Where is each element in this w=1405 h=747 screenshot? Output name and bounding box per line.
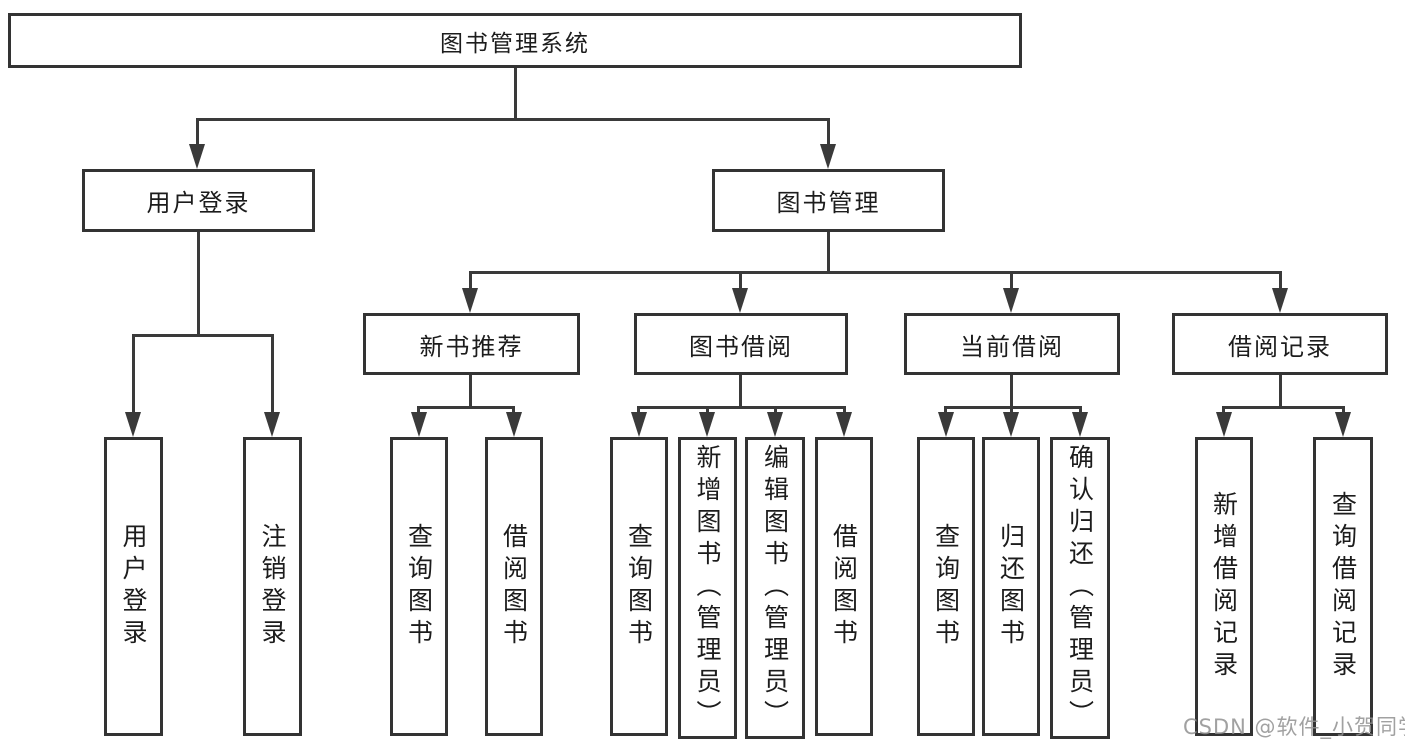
node-user-login: 用户登录 bbox=[82, 169, 315, 232]
arrowhead bbox=[732, 288, 748, 313]
leaf-label: 借阅图书 bbox=[499, 522, 529, 651]
node-label: 借阅记录 bbox=[1228, 332, 1332, 361]
connector-line bbox=[271, 334, 274, 414]
leaf-query-books-borrow: 查询图书 bbox=[610, 437, 668, 736]
connector-line bbox=[774, 406, 777, 415]
connector-line bbox=[469, 271, 1282, 274]
connector-line bbox=[514, 68, 517, 120]
node-current-borrow: 当前借阅 bbox=[904, 313, 1120, 375]
node-label: 图书借阅 bbox=[689, 332, 793, 361]
leaf-label: 注销登录 bbox=[258, 522, 287, 651]
connector-line bbox=[827, 232, 830, 274]
leaf-label: 新增借阅记录 bbox=[1209, 490, 1239, 683]
node-book-borrow: 图书借阅 bbox=[634, 313, 848, 375]
arrowhead bbox=[462, 288, 478, 313]
connector-line bbox=[132, 334, 274, 337]
connector-line bbox=[417, 406, 515, 409]
arrowhead bbox=[631, 412, 647, 437]
arrowhead bbox=[1272, 288, 1288, 313]
connector-line bbox=[417, 406, 420, 415]
leaf-return-book: 归还图书 bbox=[982, 437, 1040, 736]
leaf-label: 查询图书 bbox=[404, 522, 434, 651]
leaf-label: 用户登录 bbox=[119, 522, 148, 651]
node-book-management: 图书管理 bbox=[712, 169, 945, 232]
connector-line bbox=[739, 375, 742, 409]
arrowhead bbox=[411, 412, 427, 437]
arrowhead bbox=[1216, 412, 1232, 437]
arrowhead bbox=[264, 412, 280, 437]
leaf-label: 查询借阅记录 bbox=[1328, 490, 1358, 683]
connector-line bbox=[196, 118, 830, 121]
connector-line bbox=[469, 375, 472, 409]
leaf-borrow-books-recommend: 借阅图书 bbox=[485, 437, 543, 736]
leaf-label: 编辑图书（管理员） bbox=[760, 444, 790, 732]
connector-line bbox=[1279, 271, 1282, 291]
arrowhead bbox=[125, 412, 141, 437]
leaf-label: 查询图书 bbox=[931, 522, 961, 651]
connector-line bbox=[827, 118, 830, 148]
leaf-query-borrow-record: 查询借阅记录 bbox=[1313, 437, 1373, 736]
connector-line bbox=[637, 406, 640, 415]
connector-line bbox=[1010, 375, 1013, 409]
connector-line bbox=[1010, 406, 1013, 415]
connector-line bbox=[1079, 406, 1082, 415]
arrowhead bbox=[189, 144, 205, 169]
connector-line bbox=[1342, 406, 1345, 415]
node-borrow-records: 借阅记录 bbox=[1172, 313, 1388, 375]
leaf-query-books-recommend: 查询图书 bbox=[390, 437, 448, 736]
connector-line bbox=[512, 406, 515, 415]
leaf-query-books-current: 查询图书 bbox=[917, 437, 975, 736]
leaf-logout: 注销登录 bbox=[243, 437, 302, 736]
node-label: 用户登录 bbox=[146, 189, 251, 217]
arrowhead bbox=[1003, 412, 1019, 437]
leaf-edit-book-admin: 编辑图书（管理员） bbox=[745, 437, 805, 739]
connector-line bbox=[197, 232, 200, 337]
arrowhead bbox=[1003, 288, 1019, 313]
node-label: 图书管理系统 bbox=[440, 30, 590, 57]
arrowhead bbox=[1335, 412, 1351, 437]
arrowhead bbox=[506, 412, 522, 437]
arrowhead bbox=[938, 412, 954, 437]
leaf-confirm-return-admin: 确认归还（管理员） bbox=[1050, 437, 1110, 739]
arrowhead bbox=[820, 144, 836, 169]
connector-line bbox=[843, 406, 846, 415]
connector-line bbox=[1010, 271, 1013, 291]
connector-line bbox=[944, 406, 1082, 409]
connector-line bbox=[637, 406, 846, 409]
leaf-label: 借阅图书 bbox=[829, 522, 859, 651]
node-root-system: 图书管理系统 bbox=[8, 13, 1022, 68]
leaf-label: 查询图书 bbox=[624, 522, 654, 651]
connector-line bbox=[1222, 406, 1345, 409]
leaf-add-book-admin: 新增图书（管理员） bbox=[678, 437, 737, 739]
node-new-book-recommend: 新书推荐 bbox=[363, 313, 580, 375]
arrowhead bbox=[699, 412, 715, 437]
leaf-label: 新增图书（管理员） bbox=[693, 444, 722, 732]
connector-line bbox=[196, 118, 199, 148]
leaf-add-borrow-record: 新增借阅记录 bbox=[1195, 437, 1253, 736]
node-label: 当前借阅 bbox=[960, 332, 1064, 361]
connector-line bbox=[944, 406, 947, 415]
node-label: 图书管理 bbox=[776, 189, 881, 217]
arrowhead bbox=[1072, 412, 1088, 437]
leaf-borrow-books: 借阅图书 bbox=[815, 437, 873, 736]
leaf-label: 确认归还（管理员） bbox=[1065, 444, 1095, 732]
csdn-watermark: CSDN @软件_小贺同学 bbox=[1183, 715, 1405, 739]
arrowhead bbox=[836, 412, 852, 437]
leaf-label: 归还图书 bbox=[996, 522, 1026, 651]
connector-line bbox=[132, 334, 135, 414]
arrowhead bbox=[767, 412, 783, 437]
connector-line bbox=[1222, 406, 1225, 415]
connector-line bbox=[1279, 375, 1282, 409]
connector-line bbox=[739, 271, 742, 291]
leaf-user-login: 用户登录 bbox=[104, 437, 163, 736]
connector-line bbox=[469, 271, 472, 291]
connector-line bbox=[706, 406, 709, 415]
node-label: 新书推荐 bbox=[419, 332, 524, 361]
